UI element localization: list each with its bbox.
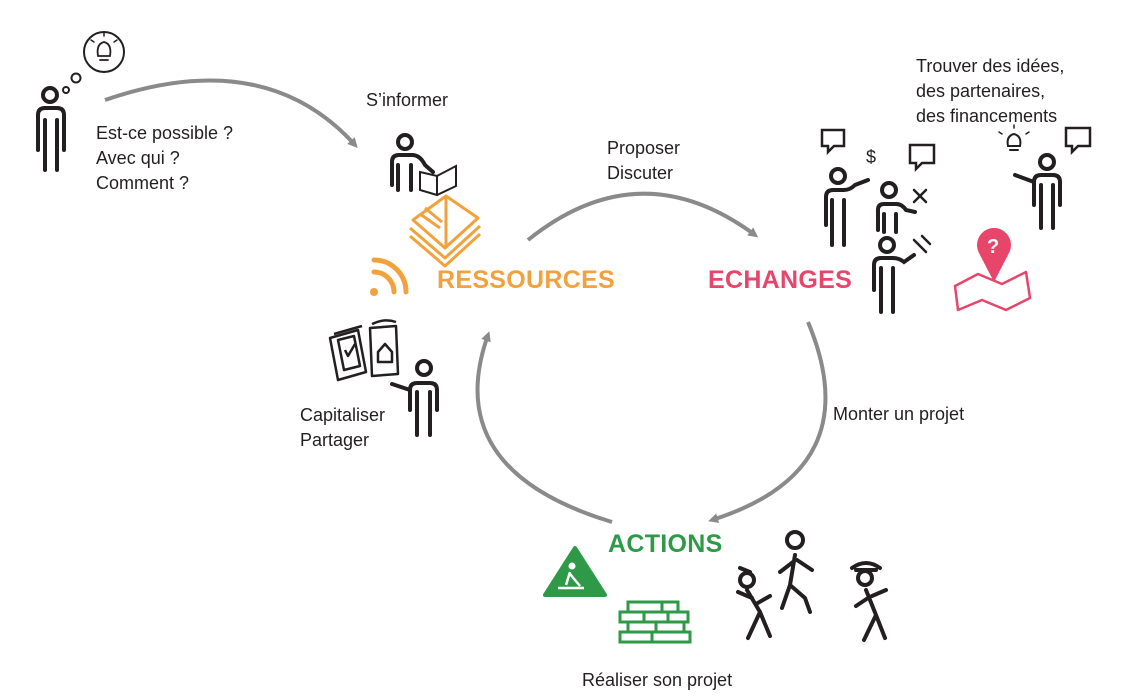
books-icon (409, 194, 482, 268)
arrow-question-to-ressources (104, 78, 358, 148)
trouver-line-3: des financements (916, 106, 1058, 126)
questions-text: Est-ce possible ? Avec qui ? Comment ? (96, 121, 233, 196)
arrow-ressources-to-echanges (526, 191, 759, 242)
person-reading-icon (390, 133, 457, 197)
proposer-text: Proposer Discuter (607, 136, 680, 186)
question-line-3: Comment ? (96, 173, 190, 193)
svg-text:$: $ (866, 147, 876, 167)
brick-wall-icon (618, 600, 692, 644)
road-work-sign-icon (543, 546, 607, 597)
arrow-echanges-to-actions (708, 321, 828, 523)
capitaliser-line-1: Capitaliser (300, 405, 386, 425)
trouver-text: Trouver des idées, des partenaires, des … (916, 54, 1064, 129)
people-discussing-icon: $ (820, 124, 1092, 314)
person-pointing-icon (390, 359, 439, 437)
realiser-label: Réaliser son projet (582, 670, 733, 690)
svg-text:?: ? (987, 236, 999, 258)
hub-ressources: RESSOURCES (437, 266, 616, 294)
capitaliser-text: Capitaliser Partager (300, 403, 385, 453)
person-with-idea-icon (36, 31, 125, 172)
capitaliser-line-2: Partager (300, 430, 370, 450)
arrow-actions-to-ressources (475, 331, 613, 524)
sinformer-label: S’informer (366, 90, 449, 110)
documents-icon (328, 319, 400, 382)
hub-echanges: ECHANGES (708, 266, 853, 294)
trouver-line-2: des partenaires, (916, 81, 1046, 101)
trouver-line-1: Trouver des idées, (916, 56, 1065, 76)
proposer-line-2: Discuter (607, 163, 674, 183)
rss-icon (370, 257, 409, 296)
monter-label: Monter un projet (833, 404, 965, 424)
people-acting-icon (736, 530, 888, 642)
question-line-1: Est-ce possible ? (96, 123, 234, 143)
hub-actions: ACTIONS (608, 530, 723, 558)
map-question-icon: ? (953, 228, 1032, 312)
question-line-2: Avec qui ? (96, 148, 180, 168)
proposer-line-1: Proposer (607, 138, 681, 158)
